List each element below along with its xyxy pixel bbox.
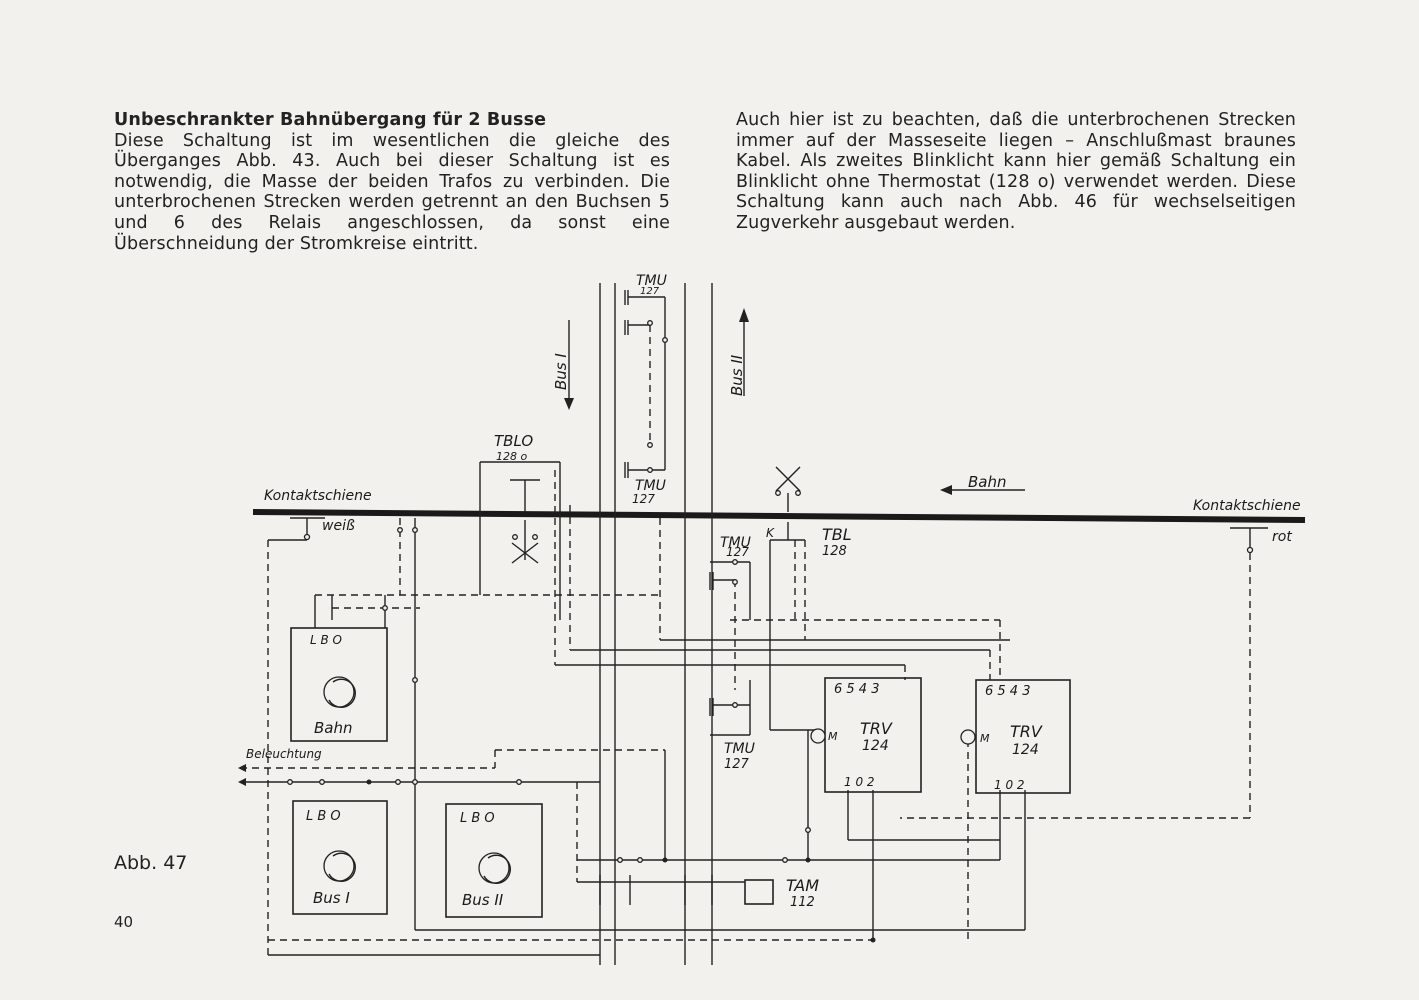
weiss-contact	[267, 517, 325, 955]
bahn-direction-label: Bahn	[968, 473, 1007, 491]
tmu-top-switch	[624, 290, 668, 478]
bus2-arrow	[739, 308, 749, 396]
contact-rail	[252, 509, 1306, 523]
left-body-text: Diese Schaltung ist im wesentlichen die …	[114, 130, 670, 254]
relay-trv2-bottom: 1 0 2	[994, 778, 1025, 792]
relay-trv2-name: TRV	[1010, 722, 1043, 741]
figure-caption: Abb. 47	[114, 852, 188, 874]
tblo-number: 128 o	[496, 450, 527, 463]
right-body-text: Auch hier ist zu beachten, daß die unter…	[736, 110, 1296, 233]
distribution-wiring	[314, 470, 1025, 931]
transformer-bus2-terminals: L B O	[460, 811, 495, 826]
transformer-bus1-name: Bus I	[313, 889, 350, 907]
tam-name: TAM	[786, 876, 819, 895]
tmu-mid-name: TMU	[635, 478, 666, 494]
section-heading: Unbeschrankter Bahnübergang für 2 Busse	[114, 110, 547, 130]
tmu-right-number: 127	[726, 545, 749, 559]
transformer-bahn-terminals: L B O	[310, 633, 342, 647]
bus2-label: Bus II	[728, 354, 746, 396]
tmu-right-name: TMU	[720, 535, 751, 551]
k-label: K	[766, 526, 775, 540]
kontaktschiene-right-label: Kontaktschiene	[1193, 498, 1301, 514]
bus1-arrow	[564, 320, 574, 410]
tmu-top-number: 127	[640, 286, 660, 297]
rot-label: rot	[1272, 529, 1292, 545]
relay-trv2-top: 6 5 4 3	[985, 684, 1030, 699]
relay-trv1-bottom: 1 0 2	[844, 775, 875, 789]
page-number: 40	[114, 913, 134, 931]
left-text-column: Unbeschrankter Bahnübergang für 2 Busse …	[114, 110, 670, 254]
relay-trv2	[960, 679, 1071, 794]
tbl-lamp	[769, 466, 815, 731]
tblo-name: TBLO	[494, 432, 533, 450]
relay-trv1-top: 6 5 4 3	[834, 682, 879, 697]
right-text-column: Auch hier ist zu beachten, daß die unter…	[736, 110, 1296, 234]
relay-trv2-m: M	[980, 732, 990, 745]
tam-wiring	[268, 730, 1026, 956]
junction-dots	[287, 527, 876, 943]
weiss-label: weiß	[322, 518, 355, 534]
relay-trv1-m: M	[828, 730, 838, 743]
tmu-mid-number: 127	[632, 492, 655, 506]
transformer-bus1-terminals: L B O	[306, 809, 341, 824]
bahn-arrow	[940, 485, 1025, 495]
road-track-lines	[599, 283, 713, 965]
relay-trv1-name: TRV	[860, 719, 893, 738]
bus1-label: Bus I	[552, 353, 570, 390]
tbl-name: TBL	[822, 525, 852, 544]
tmu-low-name: TMU	[724, 741, 755, 757]
beleuchtung-lines	[238, 749, 666, 860]
transformer-bahn-name: Bahn	[314, 719, 353, 737]
relay-trv1-num: 124	[862, 738, 889, 754]
transformer-bus1	[292, 800, 388, 915]
transformer-bus2	[445, 803, 543, 918]
tam-number: 112	[790, 895, 815, 910]
left-paragraph: Unbeschrankter Bahnübergang für 2 Busse …	[114, 110, 670, 254]
tblo-lamp	[479, 461, 561, 620]
rot-contact	[900, 527, 1268, 819]
transformer-bahn	[290, 627, 388, 742]
transformer-bus2-name: Bus II	[462, 891, 504, 909]
beleuchtung-label: Beleuchtung	[246, 747, 322, 761]
relay-trv2-num: 124	[1012, 742, 1039, 758]
kontaktschiene-left-label: Kontaktschiene	[264, 488, 372, 504]
relay-trv1	[810, 677, 922, 793]
tmu-low-number: 127	[724, 757, 750, 772]
tmu-top-name: TMU	[636, 273, 667, 289]
tmu-right-switch	[709, 559, 751, 736]
tbl-number: 128	[822, 544, 847, 559]
